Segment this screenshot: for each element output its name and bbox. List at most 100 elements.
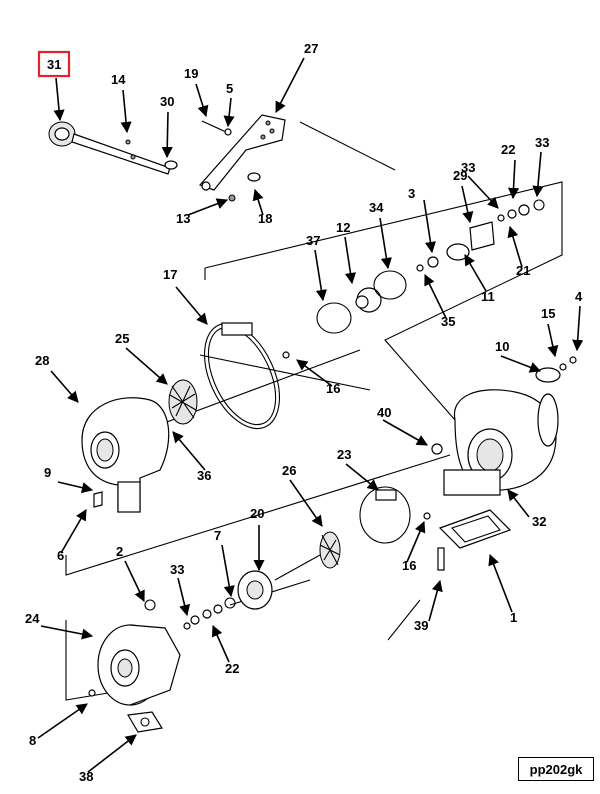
gasket-38 xyxy=(127,711,163,733)
callout-label: 35 xyxy=(441,314,455,329)
callout-arrow xyxy=(423,199,437,254)
callout-arrow xyxy=(211,624,230,663)
callout-label: 12 xyxy=(336,220,350,235)
callout-labels: 31 14 30 19 5 27 13 18 37 12 34 3 29 33 … xyxy=(25,41,583,784)
callout-arrow xyxy=(120,89,132,134)
turbine-housing-32 xyxy=(431,356,577,496)
clamp-23 xyxy=(359,486,411,544)
callout-arrow xyxy=(175,286,208,325)
callout-label: 27 xyxy=(304,41,318,56)
callout-label: 32 xyxy=(532,514,546,529)
callout-label: 24 xyxy=(25,611,40,626)
callout-arrow xyxy=(223,97,235,128)
callout-label: 39 xyxy=(414,618,428,633)
assembly-guide-lines xyxy=(65,121,563,701)
callout-arrow xyxy=(428,579,443,622)
callout-label: 25 xyxy=(115,331,129,346)
callout-label: 9 xyxy=(44,465,51,480)
callout-label: 6 xyxy=(57,548,64,563)
callout-arrow xyxy=(507,489,530,518)
callout-label: 22 xyxy=(501,142,515,157)
reference-code-box: pp202gk xyxy=(518,757,594,781)
bearing-parts-lower xyxy=(144,570,273,630)
callout-label: 16 xyxy=(402,558,416,573)
gasket-1 xyxy=(423,509,512,571)
callout-label: 33 xyxy=(170,562,184,577)
callout-arrow xyxy=(187,198,229,216)
callout-arrow xyxy=(464,254,487,292)
callout-label: 29 xyxy=(453,168,467,183)
seal-parts-group xyxy=(316,199,545,334)
center-housing-24 xyxy=(88,624,181,706)
callout-label: 21 xyxy=(516,263,530,278)
callout-label: 10 xyxy=(495,339,509,354)
turbine-wheel-shaft-26 xyxy=(274,531,341,581)
callout-label: 23 xyxy=(337,447,351,462)
callout-label: 26 xyxy=(282,463,296,478)
callout-label: 17 xyxy=(163,267,177,282)
callout-label: 11 xyxy=(481,289,495,304)
callout-arrow xyxy=(124,560,145,603)
v-band-clamp-17 xyxy=(204,322,290,430)
compressor-housing-28 xyxy=(81,397,170,513)
callout-label: 28 xyxy=(35,353,49,368)
callout-arrow xyxy=(532,151,544,198)
callout-arrow xyxy=(461,185,474,224)
callout-label: 2 xyxy=(116,544,123,559)
callout-arrow xyxy=(40,625,94,640)
callout-label: 36 xyxy=(197,468,211,483)
callout-arrow xyxy=(507,159,520,200)
callout-arrow xyxy=(177,577,191,617)
callout-label: 31 xyxy=(47,57,61,72)
callout-arrow xyxy=(195,83,209,118)
callout-arrow xyxy=(547,323,559,358)
callout-arrow xyxy=(37,703,88,739)
callout-arrow xyxy=(344,236,357,285)
callout-label: 3 xyxy=(408,186,415,201)
callout-label: 33 xyxy=(535,135,549,150)
callout-arrow xyxy=(345,463,379,491)
callout-label: 7 xyxy=(214,528,221,543)
callout-label: 1 xyxy=(510,610,517,625)
callout-arrow xyxy=(125,347,168,385)
callout-arrow xyxy=(53,77,65,122)
callout-arrow xyxy=(252,188,264,216)
callout-label: 30 xyxy=(160,94,174,109)
reference-code: pp202gk xyxy=(529,761,583,777)
callout-arrow xyxy=(57,481,94,494)
callout-arrow xyxy=(467,175,499,209)
callout-arrow xyxy=(379,217,392,270)
callout-label: 16 xyxy=(326,381,340,396)
callout-arrow xyxy=(382,419,428,446)
callout-arrow xyxy=(87,734,137,773)
callout-label: 40 xyxy=(377,405,391,420)
callout-label: 34 xyxy=(369,200,384,215)
callout-arrow xyxy=(572,305,584,352)
callout-arrow xyxy=(500,355,542,373)
actuator-assembly xyxy=(48,121,178,175)
callout-arrow xyxy=(488,553,513,613)
callout-label: 38 xyxy=(79,769,93,784)
callout-arrow xyxy=(221,544,235,598)
callout-label: 8 xyxy=(29,733,36,748)
callout-arrow xyxy=(289,479,323,527)
callout-arrow xyxy=(424,273,447,319)
callout-label: 13 xyxy=(176,211,190,226)
callout-label: 19 xyxy=(184,66,198,81)
callout-arrow xyxy=(507,225,523,268)
callout-label: 15 xyxy=(541,306,555,321)
bracket-27 xyxy=(198,114,286,202)
callout-label: 22 xyxy=(225,661,239,676)
callout-label: 4 xyxy=(575,289,583,304)
callout-arrow xyxy=(172,431,206,471)
callout-arrow xyxy=(275,57,305,113)
callout-label: 37 xyxy=(306,233,320,248)
callout-label: 14 xyxy=(111,72,126,87)
callout-arrow xyxy=(50,370,79,403)
callout-arrow xyxy=(314,249,327,302)
callout-arrows xyxy=(37,57,584,773)
highlight-box xyxy=(37,50,71,78)
callout-arrow xyxy=(161,111,173,159)
callout-arrow xyxy=(406,520,426,563)
